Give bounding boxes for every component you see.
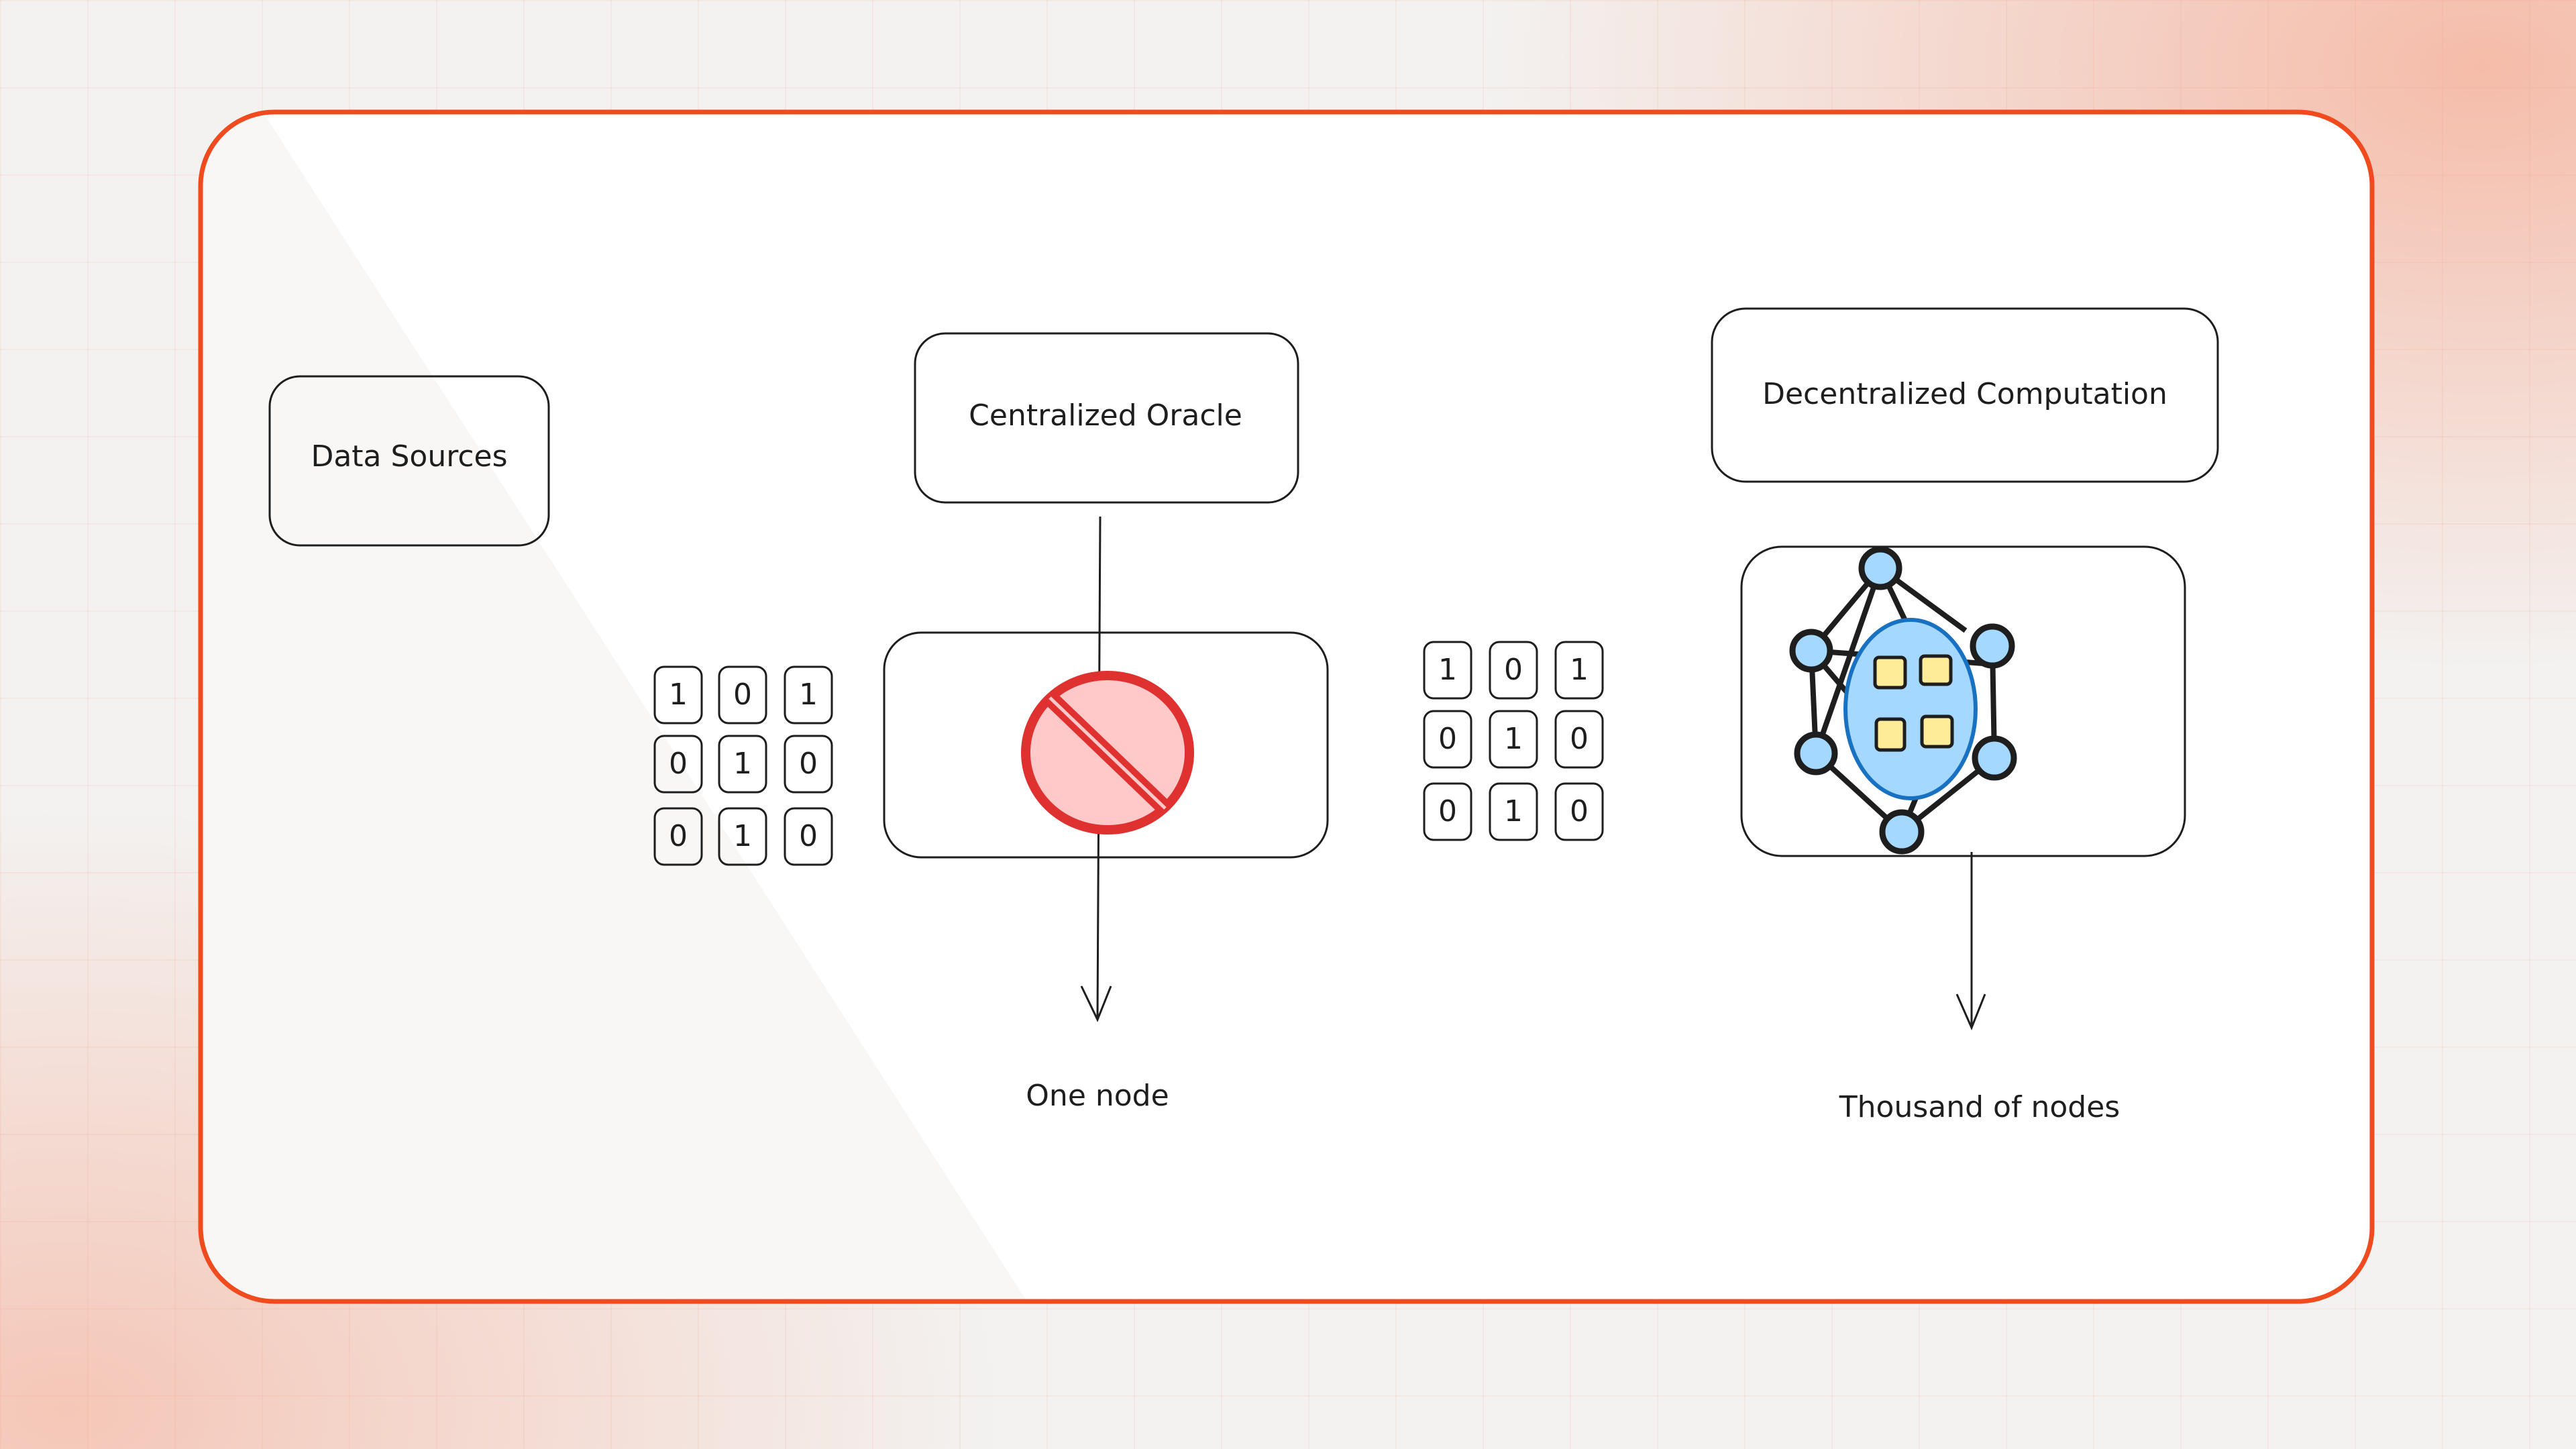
binary-digit: 1 [669,678,688,712]
binary-digit: 0 [1438,722,1457,756]
decentralized-computation-label: Decentralized Computation [1762,377,2167,411]
binary-digit: 0 [799,819,818,853]
binary-digit: 1 [1504,722,1523,756]
binary-digit: 1 [1438,653,1457,687]
binary-cell [1489,710,1538,769]
centralized-oracle-label: Centralized Oracle [969,398,1242,433]
binary-digit: 0 [799,747,818,781]
card-frame [198,109,2375,1304]
binary-digit: 0 [1570,722,1589,756]
binary-digit: 1 [733,819,752,853]
binary-digit: 1 [733,747,752,781]
shade-region [201,112,1027,1301]
binary-grid-left: 1 0 1 0 1 0 0 1 0 [653,665,833,866]
binary-digit: 0 [669,819,688,853]
centralized-oracle-box: Centralized Oracle [914,332,1299,504]
binary-cell [784,735,833,794]
binary-digit: 1 [1570,653,1589,687]
binary-grid-right: 1 0 1 0 1 0 0 1 0 [1423,641,1604,841]
binary-cell [1489,782,1538,841]
binary-digit: 0 [1570,794,1589,828]
oracle-node-box [883,631,1329,859]
binary-cell [718,735,767,794]
binary-digit: 0 [1504,653,1523,687]
binary-cell [1554,710,1604,769]
binary-cell [784,807,833,866]
binary-cell [653,665,703,724]
binary-cell [718,807,767,866]
network-nodes-icon [1789,546,2017,855]
network-arrow-head [1955,994,1986,1030]
binary-digit: 1 [799,678,818,712]
binary-cell [1423,782,1472,841]
one-node-label: One node [1026,1079,1169,1113]
binary-cell [1554,782,1604,841]
data-sources-label: Data Sources [311,439,507,474]
binary-cell [718,665,767,724]
decentralized-computation-box: Decentralized Computation [1711,307,2219,483]
thousand-nodes-label: Thousand of nodes [1839,1090,2120,1124]
binary-digit: 0 [733,678,752,712]
binary-cell [784,665,833,724]
binary-cell [1423,641,1472,700]
binary-digit: 1 [1504,794,1523,828]
binary-cell [1489,641,1538,700]
binary-digit: 0 [669,747,688,781]
oracle-arrow-head [1080,985,1112,1022]
prohibited-icon [1021,671,1194,835]
binary-digit: 0 [1438,794,1457,828]
binary-cell [1423,710,1472,769]
data-sources-box: Data Sources [268,375,550,547]
binary-cell [653,807,703,866]
binary-cell [1554,641,1604,700]
card [198,109,2375,1304]
network-box [1740,545,2186,857]
binary-cell [653,735,703,794]
